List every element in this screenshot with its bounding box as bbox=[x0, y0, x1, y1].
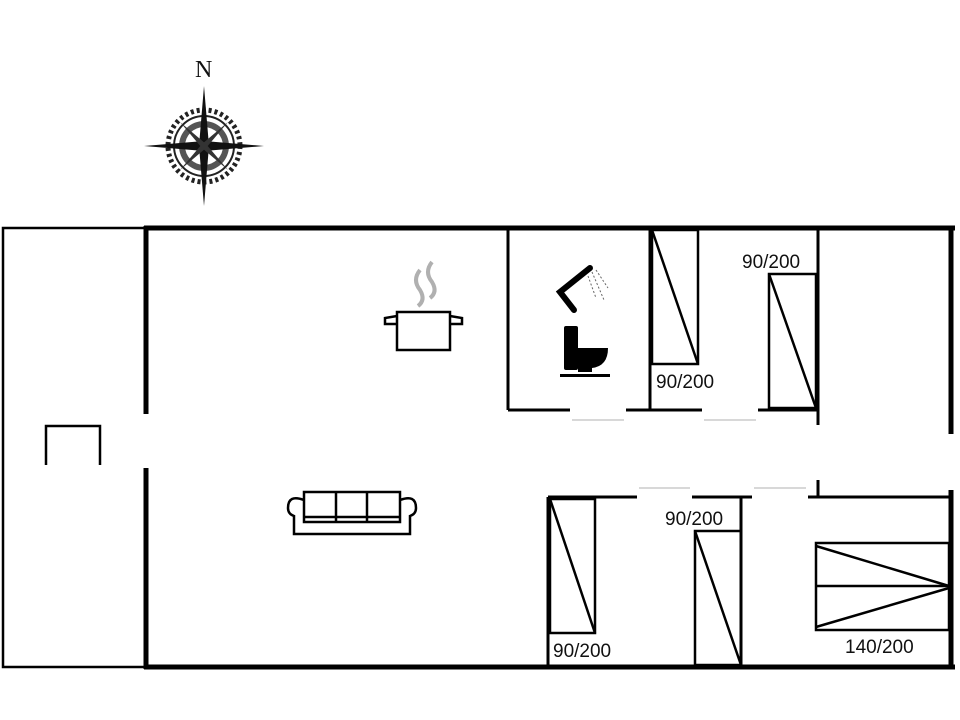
bed-5 bbox=[814, 541, 951, 632]
bed-2 bbox=[767, 272, 818, 410]
bed-4-label: 90/200 bbox=[665, 509, 723, 530]
beds bbox=[548, 228, 951, 667]
bench-icon bbox=[44, 424, 102, 465]
sofa-icon bbox=[286, 490, 418, 536]
terrace bbox=[1, 226, 146, 669]
bed-1 bbox=[650, 228, 700, 366]
bed-4 bbox=[693, 529, 743, 667]
interior-walls bbox=[506, 228, 951, 667]
bed-2-label: 90/200 bbox=[742, 252, 800, 273]
cooking-pot-icon bbox=[383, 260, 464, 352]
bed-5-label: 140/200 bbox=[845, 637, 914, 658]
bed-3-label: 90/200 bbox=[553, 641, 611, 662]
compass-rose-icon: N bbox=[144, 57, 264, 206]
shower-icon bbox=[555, 265, 609, 313]
bed-1-label: 90/200 bbox=[656, 372, 714, 393]
north-label: N bbox=[195, 57, 212, 83]
toilet-icon bbox=[560, 326, 610, 377]
door-openings bbox=[572, 419, 806, 489]
bed-3 bbox=[548, 497, 597, 635]
